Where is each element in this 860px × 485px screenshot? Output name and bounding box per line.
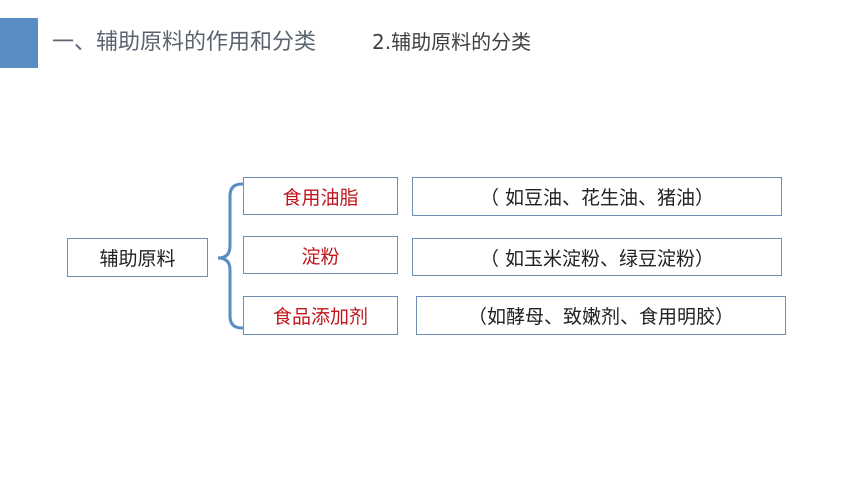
category-box-oils: 食用油脂 — [243, 177, 398, 215]
examples-text: （如酵母、致嫩剂、食用明胶） — [467, 306, 734, 328]
category-label: 食用油脂 — [282, 186, 359, 209]
examples-text: （ 如玉米淀粉、绿豆淀粉） — [479, 247, 715, 270]
examples-box-additives: （如酵母、致嫩剂、食用明胶） — [416, 296, 786, 335]
category-label: 食品添加剂 — [272, 306, 368, 328]
root-node-label: 辅助原料 — [99, 248, 176, 270]
header-accent-block — [0, 18, 38, 68]
category-box-starch: 淀粉 — [243, 236, 398, 274]
examples-text: （ 如豆油、花生油、猪油） — [479, 187, 715, 209]
category-label: 淀粉 — [301, 245, 340, 268]
category-box-additives: 食品添加剂 — [243, 296, 398, 335]
section-title: 一、辅助原料的作用和分类 — [52, 30, 317, 55]
examples-box-starch: （ 如玉米淀粉、绿豆淀粉） — [412, 238, 782, 276]
root-node-box: 辅助原料 — [67, 238, 208, 277]
curly-brace-connector — [217, 182, 244, 330]
examples-box-oils: （ 如豆油、花生油、猪油） — [412, 177, 782, 216]
section-subtitle: 2.辅助原料的分类 — [372, 30, 532, 54]
